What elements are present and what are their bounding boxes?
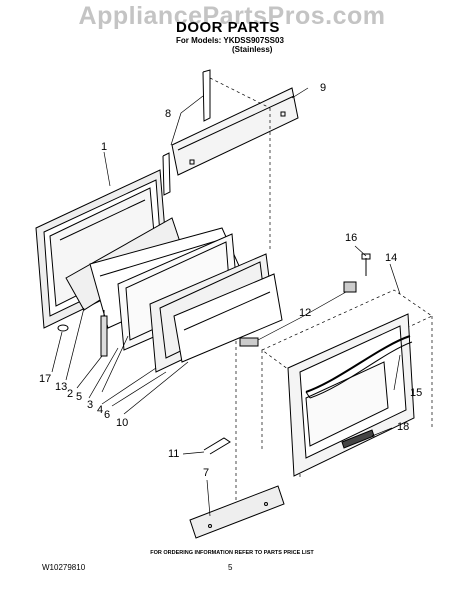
door-handle-part	[305, 335, 413, 399]
ordering-note: FOR ORDERING INFORMATION REFER TO PARTS …	[150, 550, 314, 556]
variant-line: (Stainless)	[232, 45, 273, 54]
callout-5: 5	[76, 391, 82, 403]
callout-17: 17	[39, 373, 51, 385]
callout-11: 11	[168, 448, 179, 460]
hinge-link-part	[203, 437, 231, 455]
screw-part	[361, 253, 371, 276]
callout-12: 12	[299, 307, 311, 319]
document-number: W10279810	[42, 563, 86, 572]
callout-15: 15	[410, 387, 422, 399]
callout-2: 2	[67, 388, 73, 400]
callout-8: 8	[165, 108, 171, 120]
model-line: For Models: YKDSS907SS03	[176, 36, 284, 45]
vent-panel-part	[171, 87, 299, 176]
callout-10: 10	[116, 417, 128, 429]
inner-glass-frame-part	[149, 253, 283, 373]
page-title: DOOR PARTS	[176, 19, 280, 36]
callout-14: 14	[385, 252, 397, 264]
callout-1: 1	[101, 141, 107, 153]
callout-16: 16	[345, 232, 357, 244]
callout-18: 18	[397, 421, 409, 433]
hinge-bracket-part	[239, 281, 357, 347]
outer-door-panel-part	[287, 313, 415, 477]
callout-labels: 1 2 3 4 5 6 7 8 9 10 11 12 13 14 15 16 1…	[39, 82, 422, 479]
door-bracket-part	[162, 69, 211, 196]
callout-3: 3	[87, 399, 93, 411]
callout-4: 4	[97, 404, 103, 416]
clip-part	[57, 324, 69, 332]
hinge-rod-part	[100, 310, 108, 357]
page-number: 5	[228, 563, 233, 572]
callout-6: 6	[104, 409, 110, 421]
leader-lines	[51, 87, 401, 517]
bottom-trim-part	[189, 485, 285, 539]
callout-13: 13	[55, 381, 67, 393]
callout-7: 7	[203, 467, 209, 479]
watermark: AppliancePartsPros.com	[78, 2, 386, 30]
callout-9: 9	[320, 82, 326, 94]
trim-piece-part	[341, 429, 375, 449]
